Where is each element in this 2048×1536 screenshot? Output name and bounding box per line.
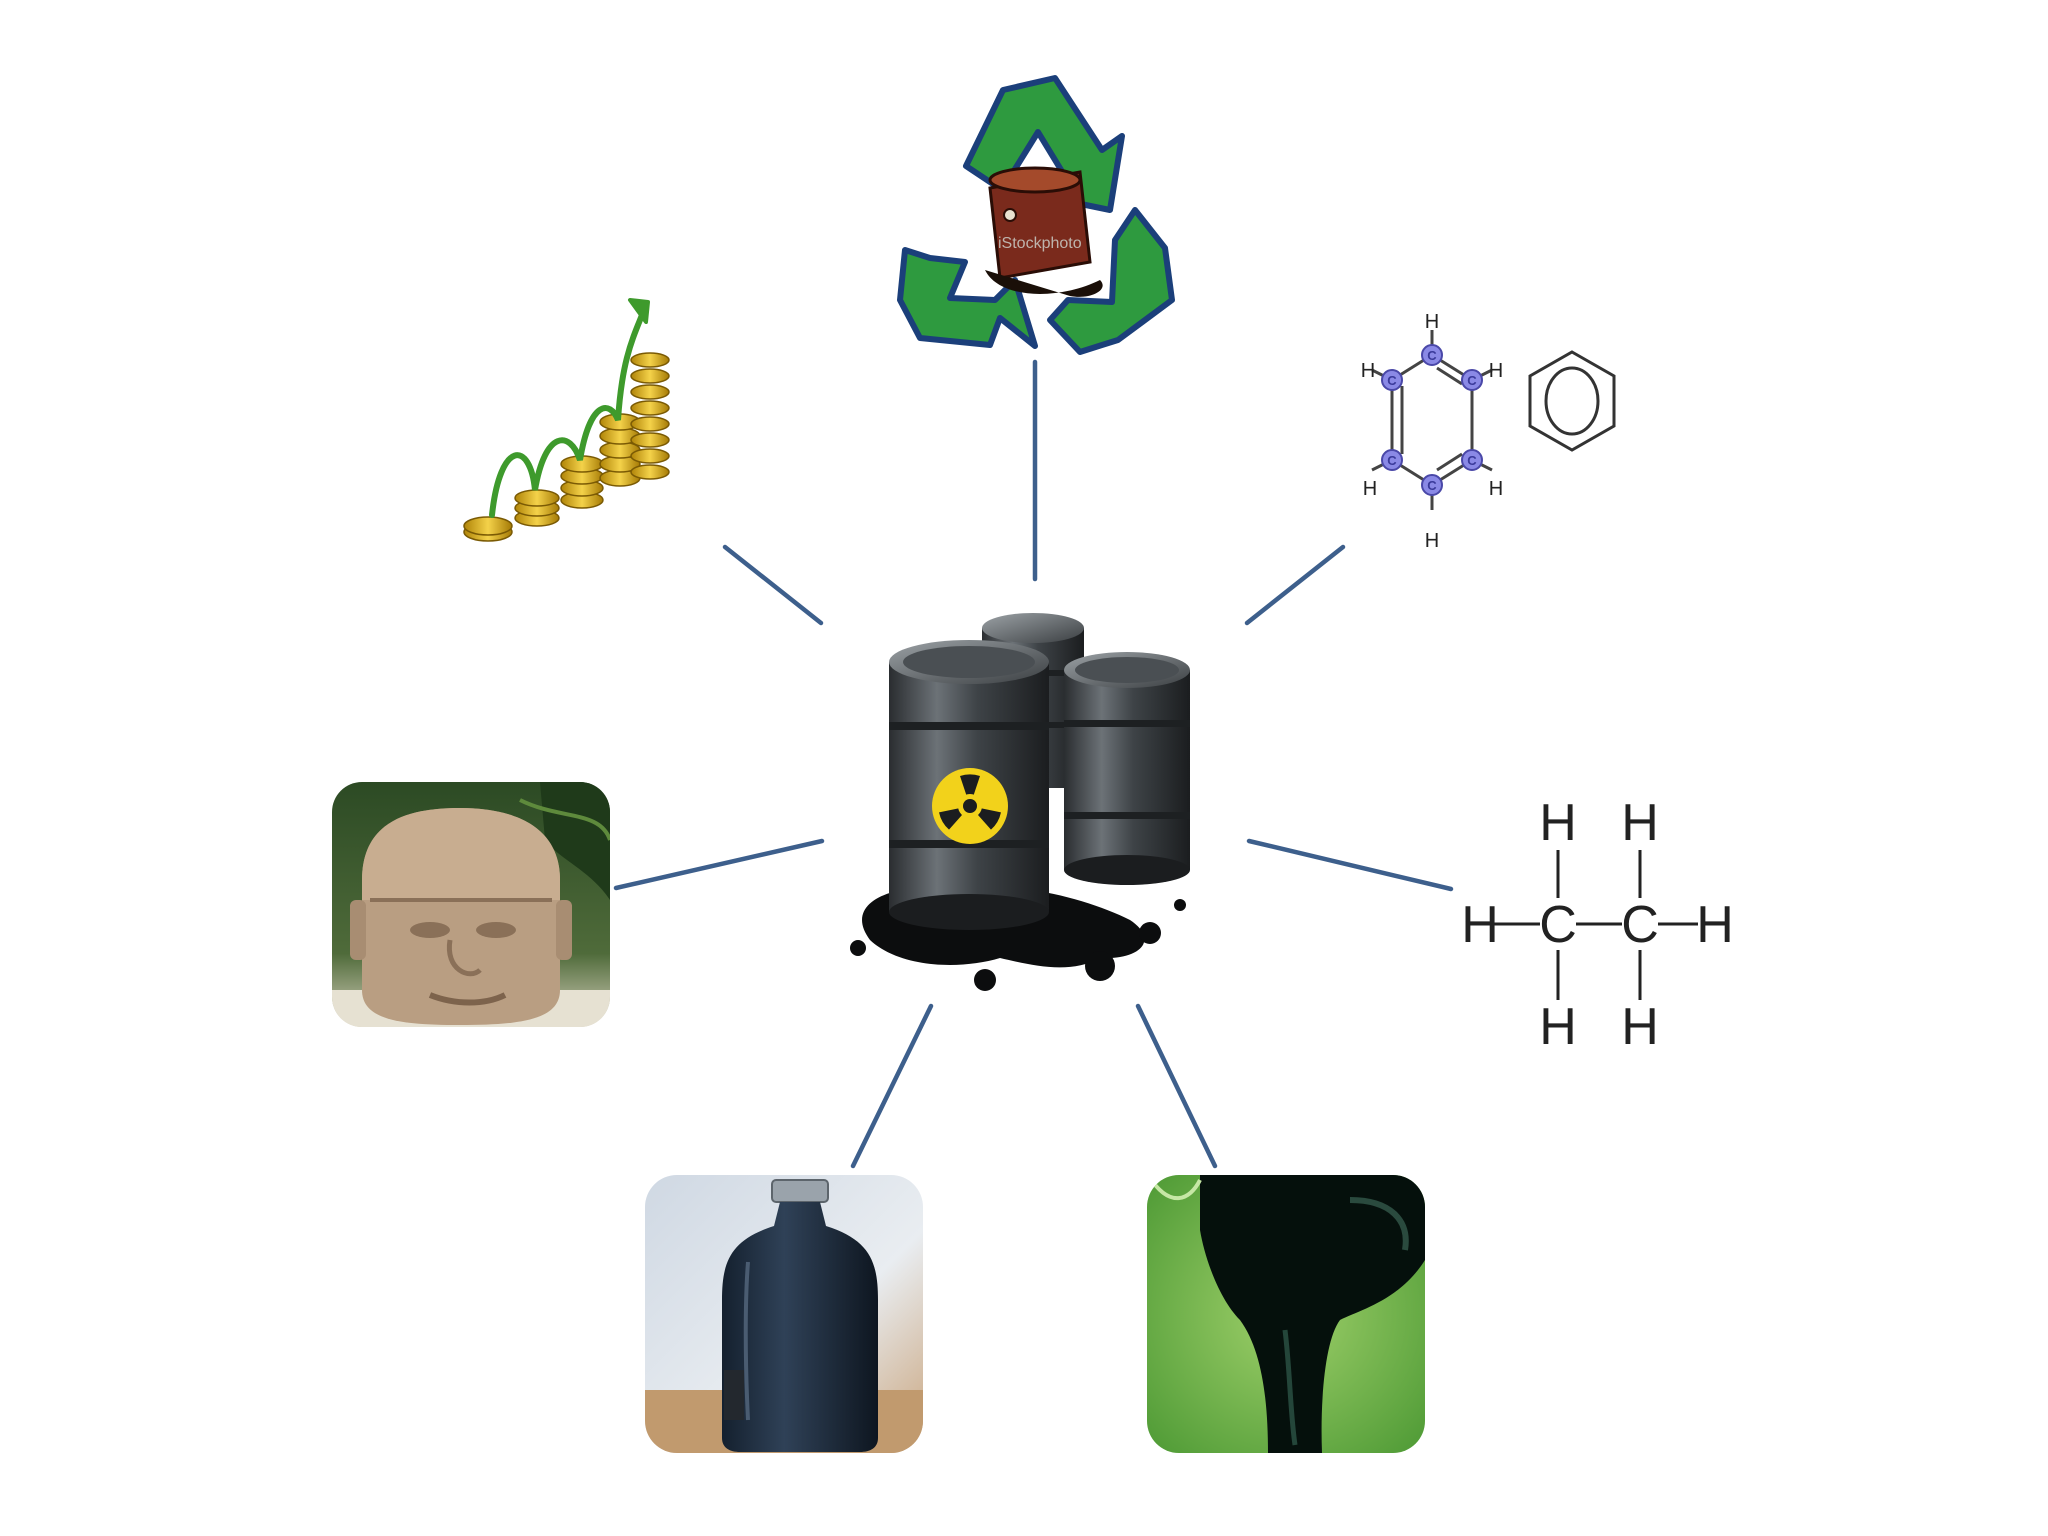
connector-right	[1249, 841, 1451, 889]
barrel-front-left	[889, 640, 1049, 930]
connector-left	[616, 841, 822, 888]
svg-text:C: C	[1387, 373, 1397, 388]
svg-text:C: C	[1427, 348, 1437, 363]
svg-text:C: C	[1539, 896, 1577, 954]
svg-text:H: H	[1696, 896, 1734, 954]
svg-text:C: C	[1427, 478, 1437, 493]
connector-lower-left	[853, 1006, 931, 1166]
svg-text:H: H	[1425, 311, 1439, 333]
benzene-kekule-icon: C C C C C C H H H H H H	[1361, 311, 1503, 552]
connector-lower-right	[1138, 1006, 1215, 1166]
svg-text:C: C	[1467, 373, 1477, 388]
recycle-oil-barrel: iStockphoto	[900, 78, 1172, 352]
ethane-molecule-icon: H C C H H H H H	[1461, 794, 1734, 1056]
coin-stack-5	[631, 353, 669, 479]
svg-text:H: H	[1539, 998, 1577, 1056]
olmec-head-icon	[350, 808, 572, 1025]
rising-coins-chart	[464, 300, 669, 541]
benzene-structure: C C C C C C H H H H H H	[1361, 311, 1614, 552]
pouring-oil-photo	[1147, 1175, 1425, 1453]
radiation-icon	[932, 768, 1008, 844]
watermark-text: iStockphoto	[998, 235, 1082, 252]
olmec-head-photo	[332, 782, 610, 1027]
svg-text:C: C	[1467, 453, 1477, 468]
svg-text:C: C	[1621, 896, 1659, 954]
svg-text:H: H	[1361, 360, 1375, 382]
connector-upper-right	[1247, 547, 1343, 623]
svg-text:H: H	[1461, 896, 1499, 954]
coin-growth-icon	[464, 300, 669, 541]
coin-stack-3	[561, 456, 603, 508]
coin-stack-2	[515, 490, 559, 526]
oil-bottle-photo	[645, 1175, 923, 1453]
svg-text:H: H	[1539, 794, 1577, 852]
svg-text:C: C	[1387, 453, 1397, 468]
svg-text:H: H	[1621, 794, 1659, 852]
svg-text:H: H	[1489, 360, 1503, 382]
benzene-ring-icon	[1530, 352, 1614, 450]
svg-text:H: H	[1363, 478, 1377, 500]
coin-stack-1	[464, 517, 512, 541]
svg-text:H: H	[1425, 530, 1439, 552]
svg-text:H: H	[1489, 478, 1503, 500]
oil-barrels-icon	[850, 613, 1190, 991]
ethane-structure: H C C H H H H H	[1461, 794, 1734, 1056]
svg-text:H: H	[1621, 998, 1659, 1056]
connector-upper-left	[725, 547, 821, 623]
barrel-front-right	[1064, 652, 1190, 885]
